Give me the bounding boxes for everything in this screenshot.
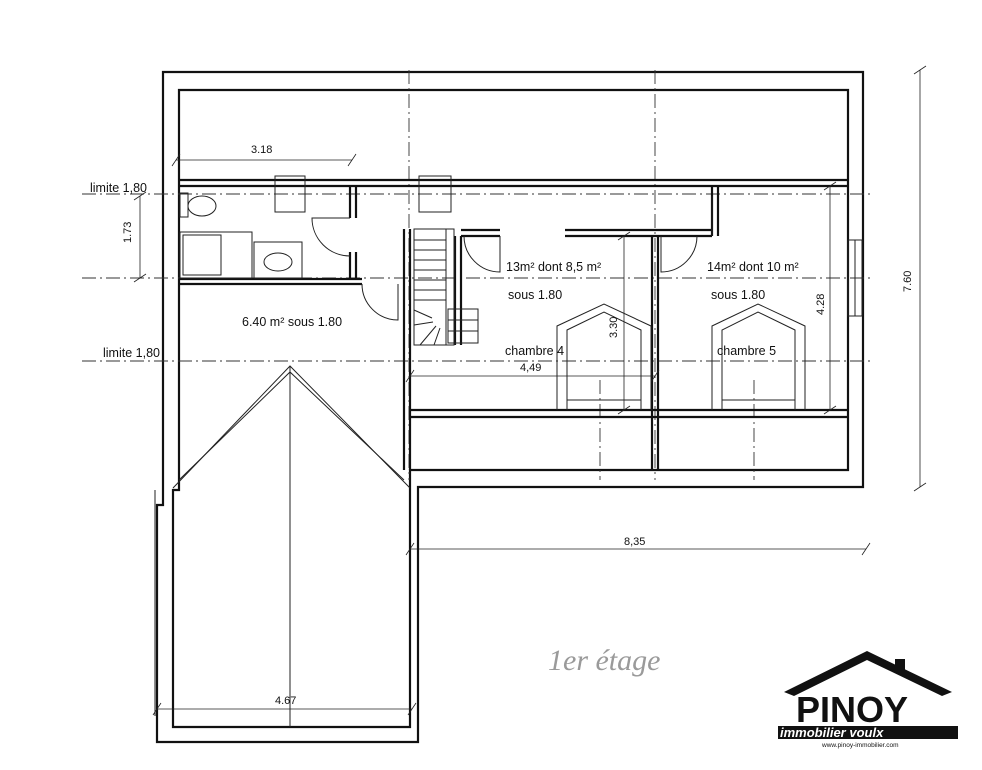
roof-lines [154,365,411,727]
limit-middle-label: limite 1,80 [103,346,160,360]
dim-318: 3.18 [251,144,272,156]
room5-area-label: 14m² dont 10 m² [707,260,799,274]
room5-height-label: sous 1.80 [711,288,765,302]
room4-area-label: 13m² dont 8,5 m² [506,260,601,274]
beds [556,303,806,410]
pinoy-logo: PINOY immobilier voulx www.pinoy-immobil… [778,651,958,749]
room5-name-label: chambre 5 [717,344,776,358]
svg-text:PINOY: PINOY [796,689,908,730]
svg-text:immobilier voulx: immobilier voulx [780,725,884,740]
floor-title: 1er étage [548,644,660,677]
staircase [413,228,479,346]
dim-173: 1.73 [122,222,134,243]
bathroom-fixtures [179,175,452,279]
dim-835: 8,35 [624,536,645,548]
interior-walls [179,178,848,470]
room4-name-label: chambre 4 [505,344,564,358]
bath-area-label: 6.40 m² sous 1.80 [242,315,342,329]
dim-760: 7.60 [902,271,914,292]
dimension-lines [133,65,927,716]
svg-text:www.pinoy-immobilier.com: www.pinoy-immobilier.com [821,742,899,749]
doors [311,196,713,321]
window-right [847,239,863,317]
limit-top-label: limite 1,80 [90,181,147,195]
room4-height-label: sous 1.80 [508,288,562,302]
exterior-walls [155,70,865,744]
dim-449: 4,49 [520,362,541,374]
dim-330: 3.30 [608,317,620,338]
dim-467: 4.67 [275,695,296,707]
dim-428: 4.28 [815,294,827,315]
